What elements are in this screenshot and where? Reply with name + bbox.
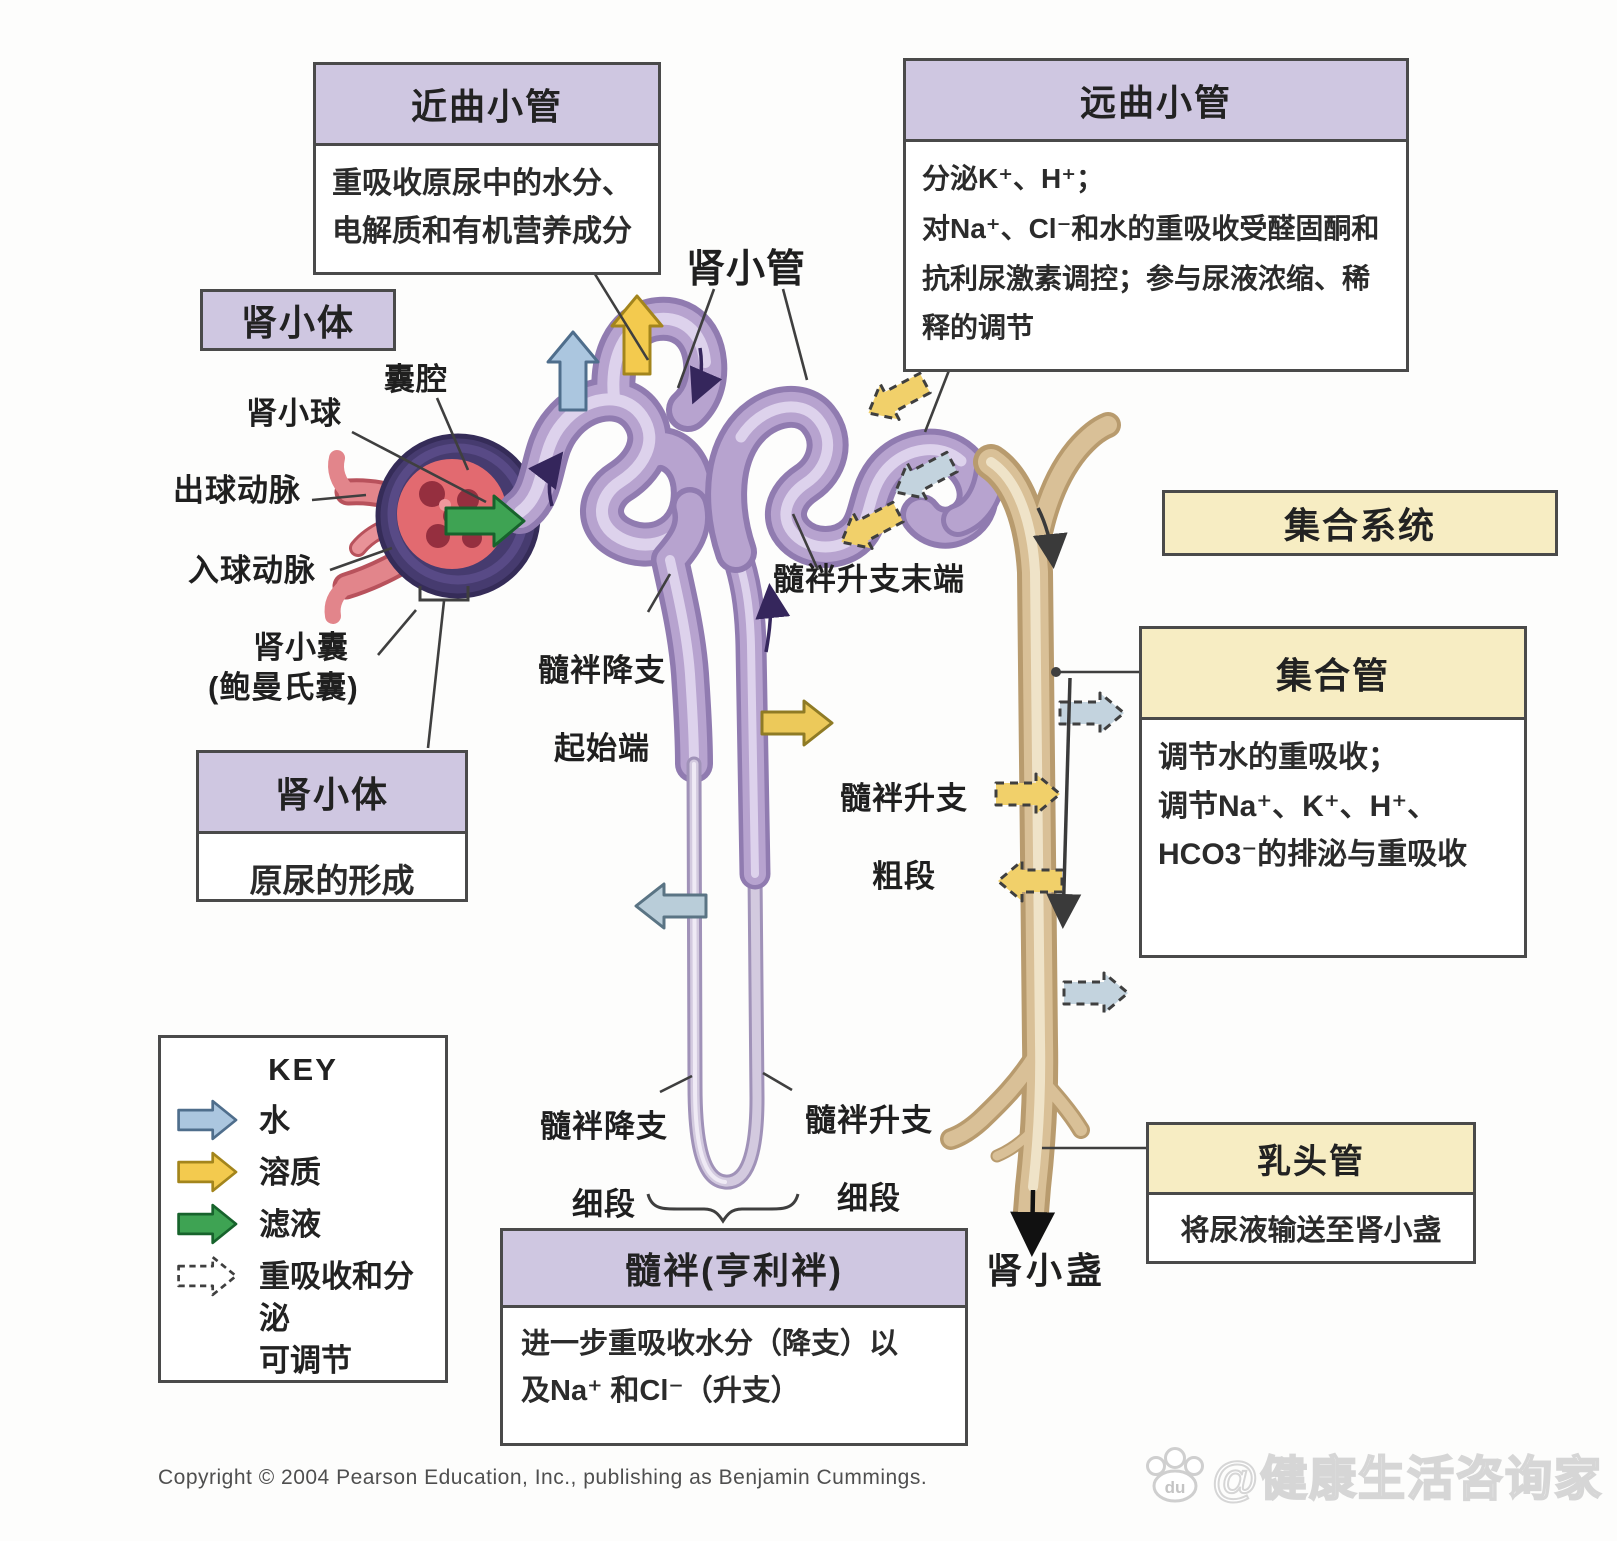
bowman-capsule-label: 肾小囊 <box>253 630 349 665</box>
filtrate-arrow <box>444 494 526 548</box>
watermark: du @健康生活咨询家 <box>1142 1440 1603 1509</box>
adjustable-arrow-icon <box>177 1255 238 1297</box>
renal-corpuscle-title-box: 肾小体 <box>200 289 396 351</box>
collecting-system-title: 集合系统 <box>1283 505 1436 546</box>
papillary-duct-box-title: 乳头管 <box>1149 1125 1473 1195</box>
copyright-text: Copyright © 2004 Pearson Education, Inc.… <box>158 1466 928 1489</box>
water-adjustable-arrow <box>893 450 959 500</box>
key-item-solute: 溶质 <box>175 1150 431 1194</box>
solute-adjustable-arrow <box>994 772 1062 816</box>
collecting-duct-box-title: 集合管 <box>1142 629 1524 720</box>
key-item-label: 水 <box>259 1103 290 1138</box>
loop-of-henle-box: 髓袢(亨利袢) 进一步重吸收水分（降支）以 及Na⁺ 和Cl⁻（升支） <box>500 1228 968 1446</box>
ascending-thick-segment-label: 髓袢升支 粗段 <box>840 781 968 894</box>
collecting-duct <box>940 412 1121 1230</box>
key-item-filtrate: 滤液 <box>175 1202 431 1246</box>
distal-tubule-box-title: 远曲小管 <box>906 61 1406 142</box>
afferent-arteriole-label: 入球动脉 <box>188 553 316 588</box>
renal-tubule-label: 肾小管 <box>686 248 807 291</box>
key-item-label: 滤液 <box>259 1207 321 1242</box>
key-item-water: 水 <box>175 1098 431 1142</box>
solute-adjustable-arrow <box>839 500 905 550</box>
solute-arrow-icon <box>177 1151 238 1193</box>
loop-of-henle-box-title: 髓袢(亨利袢) <box>503 1231 965 1308</box>
distal-tubule-box: 远曲小管 分泌K⁺、H⁺； 对Na⁺、Cl⁻和水的重吸收受醛固酮和 抗利尿激素调… <box>903 58 1409 373</box>
glomerulus-label: 肾小球 <box>246 396 342 431</box>
water-adjustable-arrow <box>1062 971 1130 1015</box>
renal-corpuscle-title: 肾小体 <box>240 302 355 343</box>
key-item-label: 溶质 <box>259 1155 321 1190</box>
descending-thin-segment-label: 髓袢降支 细段 <box>540 1109 668 1222</box>
water-arrow-icon <box>177 1099 238 1141</box>
efferent-arteriole-label: 出球动脉 <box>173 473 301 508</box>
ascending-limb-end-label: 髓袢升支末端 <box>773 562 965 597</box>
bowman-capsule-sublabel: (鲍曼氏囊) <box>208 670 359 705</box>
renal-corpuscle-info-body: 原尿的形成 <box>249 862 415 899</box>
solute-adjustable-arrow <box>866 371 932 421</box>
proximal-tubule-box-body: 重吸收原尿中的水分、 电解质和有机营养成分 <box>332 167 632 248</box>
solute-arrow <box>610 294 664 376</box>
key-legend: KEY 水 溶质 滤液 重吸收和分泌 可调节 <box>158 1035 448 1383</box>
water-arrow <box>634 882 708 930</box>
paw-du-text: du <box>1165 1478 1186 1497</box>
distal-tubule-box-body: 分泌K⁺、H⁺； 对Na⁺、Cl⁻和水的重吸收受醛固酮和 抗利尿激素调控；参与尿… <box>922 163 1380 344</box>
key-item-adjustable: 重吸收和分泌 可调节 <box>175 1254 431 1382</box>
papillary-duct-box-body: 将尿液输送至肾小盏 <box>1180 1215 1442 1247</box>
flow-block-arrows <box>444 294 834 930</box>
pointer-lines <box>311 257 1146 1224</box>
capsular-space-label: 囊腔 <box>384 362 448 397</box>
key-item-label: 重吸收和分泌 可调节 <box>259 1259 414 1378</box>
solute-arrow <box>760 699 834 747</box>
papillary-duct-box: 乳头管 将尿液输送至肾小盏 <box>1146 1122 1476 1264</box>
proximal-tubule-box-title: 近曲小管 <box>316 65 658 146</box>
flow-direction-arrows <box>528 347 1082 1257</box>
baidu-paw-icon: du <box>1146 1446 1205 1502</box>
collecting-duct-box-body: 调节水的重吸收； 调节Na⁺、K⁺、H⁺、 HCO3⁻的排泌与重吸收 <box>1158 741 1468 872</box>
renal-corpuscle-info-title: 肾小体 <box>199 753 465 834</box>
collecting-system-title-box: 集合系统 <box>1162 490 1558 556</box>
watermark-handle: @健康生活咨询家 <box>1211 1451 1603 1506</box>
filtrate-arrow-icon <box>177 1203 238 1245</box>
collecting-duct-box: 集合管 调节水的重吸收； 调节Na⁺、K⁺、H⁺、 HCO3⁻的排泌与重吸收 <box>1139 626 1527 958</box>
ascending-thin-segment-label: 髓袢升支 细段 <box>805 1103 933 1216</box>
adjustable-arrows <box>839 371 1130 1015</box>
descending-limb-start-label: 髓袢降支 起始端 <box>538 653 666 766</box>
loop-of-henle-box-body: 进一步重吸收水分（降支）以 及Na⁺ 和Cl⁻（升支） <box>521 1328 899 1407</box>
renal-corpuscle-info-box: 肾小体 原尿的形成 <box>196 750 468 902</box>
water-adjustable-arrow <box>1058 691 1126 735</box>
key-title: KEY <box>268 1052 338 1087</box>
proximal-tubule-box: 近曲小管 重吸收原尿中的水分、 电解质和有机营养成分 <box>313 62 661 275</box>
solute-adjustable-arrow <box>996 859 1064 903</box>
water-arrow <box>546 330 600 412</box>
minor-calyx-label: 肾小盏 <box>986 1250 1107 1291</box>
